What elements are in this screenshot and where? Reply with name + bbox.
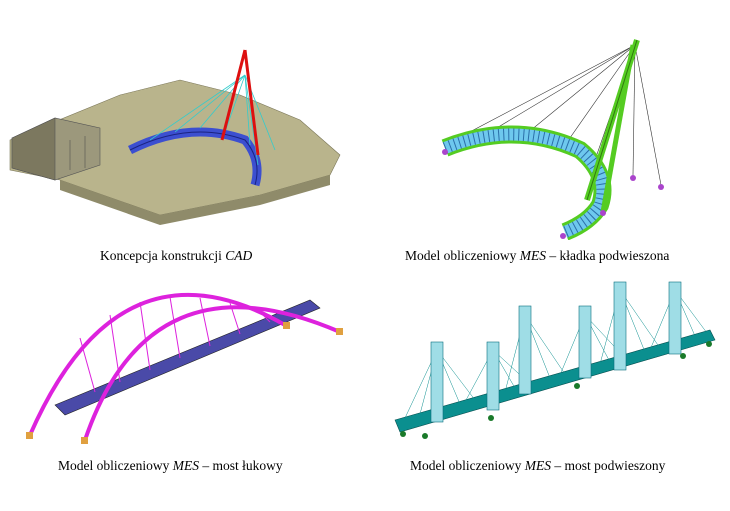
suspension-model-illustration	[394, 281, 716, 439]
figure-footbridge: Model obliczeniowy MES – kładka podwiesz…	[365, 0, 730, 270]
cad-model-illustration	[9, 49, 341, 225]
figure-suspension: Model obliczeniowy MES – most podwieszon…	[365, 270, 730, 511]
figure-cad: Koncepcja konstrukcji CAD	[0, 0, 365, 263]
figure-arch: Model obliczeniowy MES – most łukowy	[0, 270, 365, 511]
footbridge-model-illustration	[441, 39, 664, 240]
caption-arch: Model obliczeniowy MES – most łukowy	[58, 458, 283, 473]
caption-footbridge: Model obliczeniowy MES – kładka podwiesz…	[405, 248, 670, 263]
caption-cad: Koncepcja konstrukcji CAD	[100, 248, 253, 263]
caption-suspension: Model obliczeniowy MES – most podwieszon…	[410, 458, 666, 473]
arch-model-illustration	[26, 293, 343, 444]
